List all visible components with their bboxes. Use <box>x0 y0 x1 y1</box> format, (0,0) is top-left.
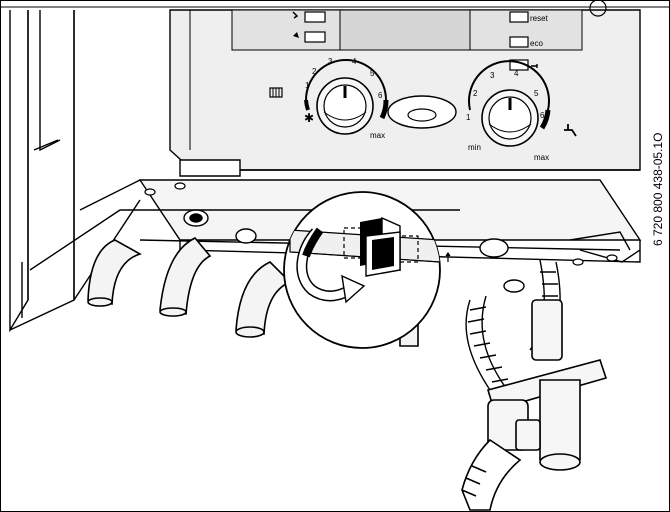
heating-tick-2: 2 <box>312 67 317 76</box>
key-icon <box>531 64 538 68</box>
water-tick-6: 6 <box>540 111 545 120</box>
left-button-group <box>292 11 326 43</box>
rotate-arrow-head <box>341 274 366 304</box>
water-tick-4: 4 <box>514 69 519 78</box>
snowflake-icon: ✱ <box>304 111 314 125</box>
reset-label: reset <box>530 14 549 23</box>
eco-label: eco <box>530 39 543 48</box>
water-tick-1: 1 <box>466 113 471 122</box>
reset-button[interactable] <box>509 11 529 23</box>
boiler-left-casing <box>9 10 75 333</box>
heating-max-label: max <box>370 131 385 140</box>
heating-dial: 1 2 3 4 5 6 max ✱ <box>269 57 389 140</box>
eco-button[interactable] <box>509 36 529 48</box>
siphon <box>461 299 608 511</box>
heating-tick-5: 5 <box>370 69 375 78</box>
pressure-gauge <box>589 0 607 17</box>
hot-water-dial: 1 2 3 4 5 6 min max <box>466 60 577 162</box>
locking-tab <box>360 216 401 277</box>
heating-tick-6: 6 <box>378 91 383 100</box>
screws <box>144 182 618 266</box>
control-panel <box>169 9 641 171</box>
pipe-3 <box>235 261 292 335</box>
chimney-sweep-icon <box>293 32 299 38</box>
wrench-icon <box>292 11 299 19</box>
display-lens <box>387 95 457 129</box>
water-min-label: min <box>468 143 481 152</box>
left-button-top[interactable] <box>304 11 326 23</box>
magnifier-callout <box>283 191 441 349</box>
left-button-bottom[interactable] <box>304 31 326 43</box>
water-tick-3: 3 <box>490 71 495 80</box>
pipes <box>87 237 419 347</box>
heating-tick-3: 3 <box>328 57 333 66</box>
heating-tick-1: 1 <box>305 81 310 90</box>
right-button-group: reset eco <box>509 0 607 71</box>
heating-tick-4: 4 <box>352 57 357 66</box>
water-tick-5: 5 <box>534 89 539 98</box>
pipe-1 <box>87 239 143 305</box>
water-max-label: max <box>534 153 549 162</box>
pipe-2 <box>159 237 212 315</box>
valves <box>183 209 525 293</box>
reference-code: 6 720 800 438-05.1O <box>651 133 665 246</box>
water-tick-2: 2 <box>473 89 478 98</box>
tap-icon <box>564 124 577 137</box>
